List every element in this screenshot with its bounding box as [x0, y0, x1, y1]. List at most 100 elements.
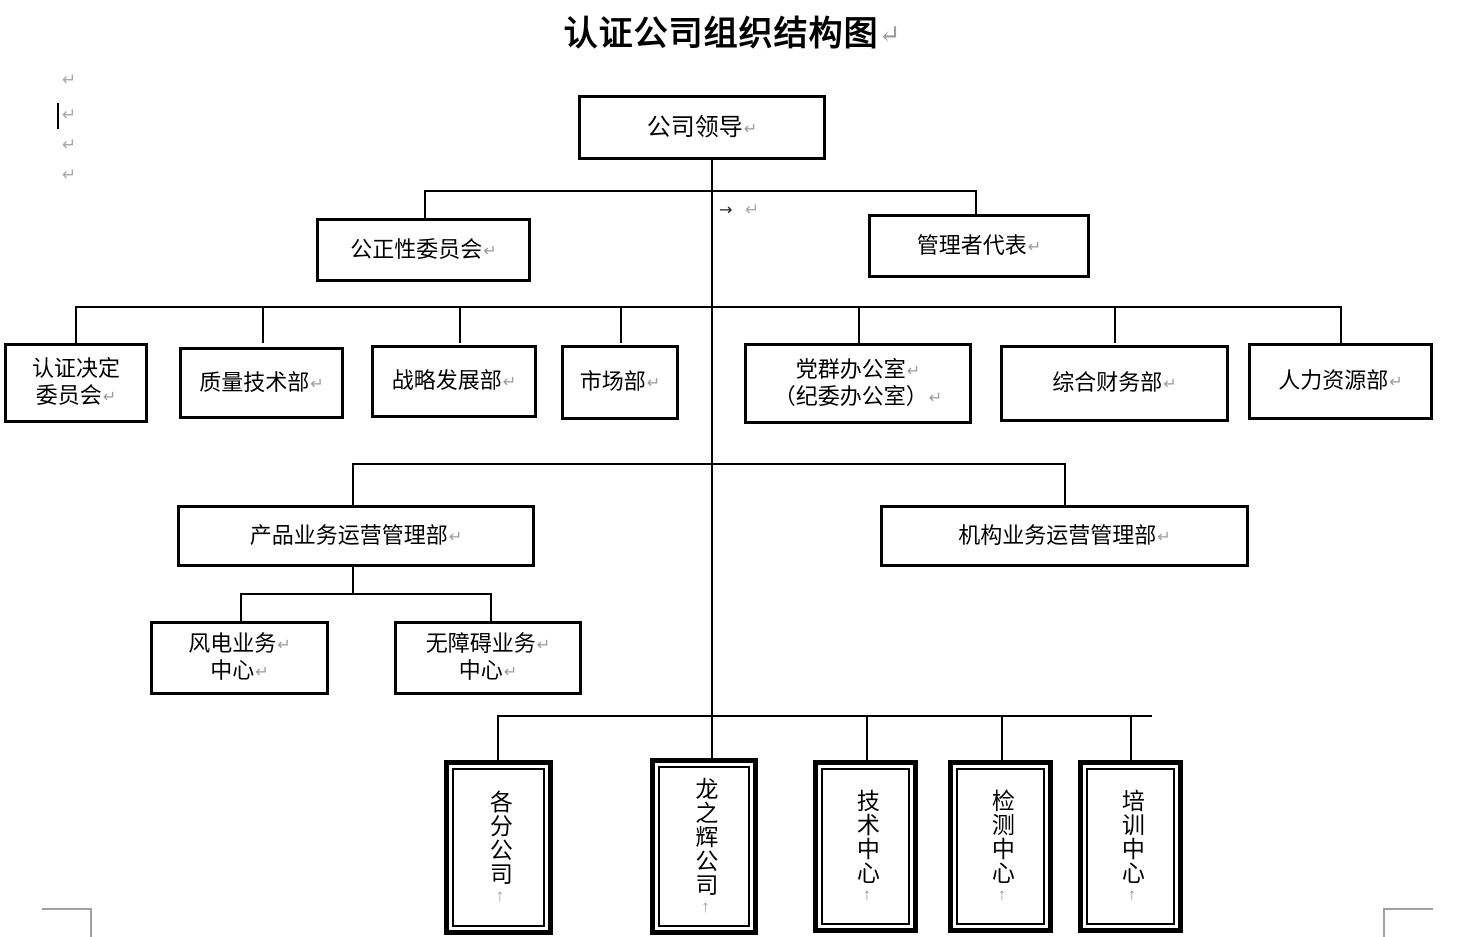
node-label: 公司领导	[646, 113, 743, 141]
text-caret	[57, 103, 59, 129]
node-label-line2: 委员会	[35, 383, 102, 408]
node-human-resources-dept[interactable]: 人力资源部↵	[1248, 343, 1433, 420]
paragraph-mark-icon: ↵	[1163, 376, 1177, 394]
connector-drop-strategy	[459, 306, 461, 343]
connector-drop-cert-decision	[75, 306, 77, 343]
page-title-text: 认证公司组织结构图	[563, 16, 879, 53]
node-label: 市场部	[579, 369, 646, 395]
node-label-vertical: 培训中心↑	[1118, 789, 1144, 905]
node-inner-frame: 各分公司↑	[452, 768, 545, 927]
paragraph-mark-icon: ↵	[255, 664, 269, 681]
node-label-line2: 中心	[458, 658, 503, 683]
paragraph-mark-icon: ↵	[1389, 374, 1403, 392]
node-company-leader[interactable]: 公司领导↵	[578, 95, 826, 160]
node-technology-center[interactable]: 技术中心↑	[813, 760, 918, 933]
node-branch-companies[interactable]: 各分公司↑	[444, 760, 553, 935]
paragraph-mark-icon: ↵	[745, 200, 760, 220]
node-impartiality-committee[interactable]: 公正性委员会↵	[316, 218, 531, 282]
tab-arrow-icon: →	[719, 200, 733, 219]
node-longzhihui-company[interactable]: 龙之辉公司↑	[650, 758, 758, 935]
connector-spine-center	[711, 160, 713, 716]
connector-bus-bottom	[497, 715, 1152, 717]
node-product-business-operations-dept[interactable]: 产品业务运营管理部↵	[177, 505, 535, 567]
node-label-line1: 党群办公室	[795, 356, 906, 382]
page-margin-corner-right	[1383, 908, 1433, 937]
connector-drop-marketing	[620, 306, 622, 343]
connector-drop-testing-center	[1001, 715, 1003, 760]
node-label: 产品业务运营管理部	[249, 522, 448, 548]
node-management-representative[interactable]: 管理者代表↵	[868, 214, 1090, 278]
connector-drop-longzhihui	[711, 715, 713, 760]
paragraph-mark-icon: ↵	[483, 242, 497, 260]
connector-drop-party-office	[858, 306, 860, 343]
paragraph-mark-icon: ↵	[906, 362, 921, 380]
node-label: 综合财务部	[1052, 370, 1163, 396]
paragraph-mark-icon: ↵	[448, 528, 463, 546]
node-training-center[interactable]: 培训中心↑	[1078, 760, 1183, 933]
node-label: 质量技术部	[199, 369, 310, 395]
connector-drop-tech-center	[866, 715, 868, 760]
node-label: 人力资源部	[1278, 368, 1389, 394]
node-label: 公正性委员会	[350, 236, 483, 262]
node-label-vertical: 各分公司↑	[486, 790, 512, 906]
connector-drop-product-ops	[352, 463, 354, 505]
connector-bus-level5	[240, 593, 492, 595]
paragraph-mark-icon: ↵	[62, 105, 77, 125]
paragraph-mark-icon: ↵	[310, 375, 324, 393]
node-label: 各分公司	[486, 789, 513, 886]
node-label: 检测中心	[988, 788, 1015, 885]
up-mark-icon: ↑	[490, 885, 510, 906]
up-mark-icon: ↑	[857, 884, 877, 905]
up-mark-icon: ↑	[1122, 884, 1142, 905]
paragraph-mark-icon: ↵	[62, 165, 77, 185]
page-title: 认证公司组织结构图↵	[0, 6, 1465, 55]
node-inner-frame: 龙之辉公司↑	[658, 766, 750, 927]
connector-drop-impartiality	[424, 190, 426, 218]
node-party-affairs-office[interactable]: 党群办公室↵ （纪委办公室）↵	[744, 343, 972, 424]
connector-drop-training-center	[1130, 715, 1132, 760]
node-label-vertical: 龙之辉公司↑	[691, 776, 718, 917]
paragraph-mark-icon: ↵	[1027, 238, 1042, 256]
paragraph-mark-icon: ↵	[1157, 528, 1171, 546]
node-label-vertical: 检测中心↑	[988, 789, 1014, 905]
node-inner-frame: 技术中心↑	[821, 768, 910, 925]
node-institutional-business-operations-dept[interactable]: 机构业务运营管理部↵	[880, 505, 1249, 567]
paragraph-mark-icon: ↵	[62, 70, 77, 90]
paragraph-mark-icon: ↵	[503, 664, 518, 681]
node-wind-power-business-center[interactable]: 风电业务↵ 中心↵	[150, 621, 329, 695]
node-label: 战略发展部	[391, 368, 502, 394]
connector-drop-mgmt-rep	[975, 190, 977, 214]
up-mark-icon: ↑	[992, 884, 1012, 905]
node-inner-frame: 检测中心↑	[956, 768, 1045, 925]
connector-bus-level2	[424, 190, 976, 192]
node-testing-center[interactable]: 检测中心↑	[948, 760, 1053, 933]
paragraph-mark-icon: ↵	[502, 374, 517, 392]
node-integrated-finance-dept[interactable]: 综合财务部↵	[1000, 345, 1229, 422]
node-accessibility-business-center[interactable]: 无障碍业务↵ 中心↵	[394, 621, 582, 695]
node-label: 龙之辉公司	[691, 776, 718, 897]
connector-bus-level4	[352, 463, 1066, 465]
paragraph-mark-icon: ↵	[743, 120, 758, 138]
node-strategy-development-dept[interactable]: 战略发展部↵	[371, 345, 537, 418]
connector-drop-hr	[1340, 306, 1342, 343]
node-label-line2: （纪委办公室）	[773, 383, 928, 409]
node-label: 技术中心	[853, 788, 880, 885]
node-marketing-dept[interactable]: 市场部↵	[561, 345, 679, 420]
connector-drop-accessibility	[490, 593, 492, 621]
node-label: 机构业务运营管理部	[958, 522, 1157, 548]
connector-stem-product-ops	[352, 567, 354, 593]
node-quality-technology-dept[interactable]: 质量技术部↵	[179, 347, 344, 419]
paragraph-mark-icon: ↵	[102, 389, 117, 406]
pilcrow-mark: ↵	[878, 20, 902, 49]
node-certification-decision-committee[interactable]: 认证决定 委员会↵	[4, 343, 148, 423]
connector-drop-branches	[497, 715, 499, 760]
connector-drop-org-ops	[1064, 463, 1066, 505]
paragraph-mark-icon: ↵	[928, 389, 943, 407]
node-label-line1: 风电业务	[188, 631, 277, 657]
node-label-line1: 认证决定	[31, 356, 120, 382]
node-label: 培训中心	[1118, 788, 1145, 885]
node-label-line2: 中心	[210, 658, 255, 683]
connector-drop-quality-tech	[262, 306, 264, 343]
node-label-vertical: 技术中心↑	[853, 789, 879, 905]
